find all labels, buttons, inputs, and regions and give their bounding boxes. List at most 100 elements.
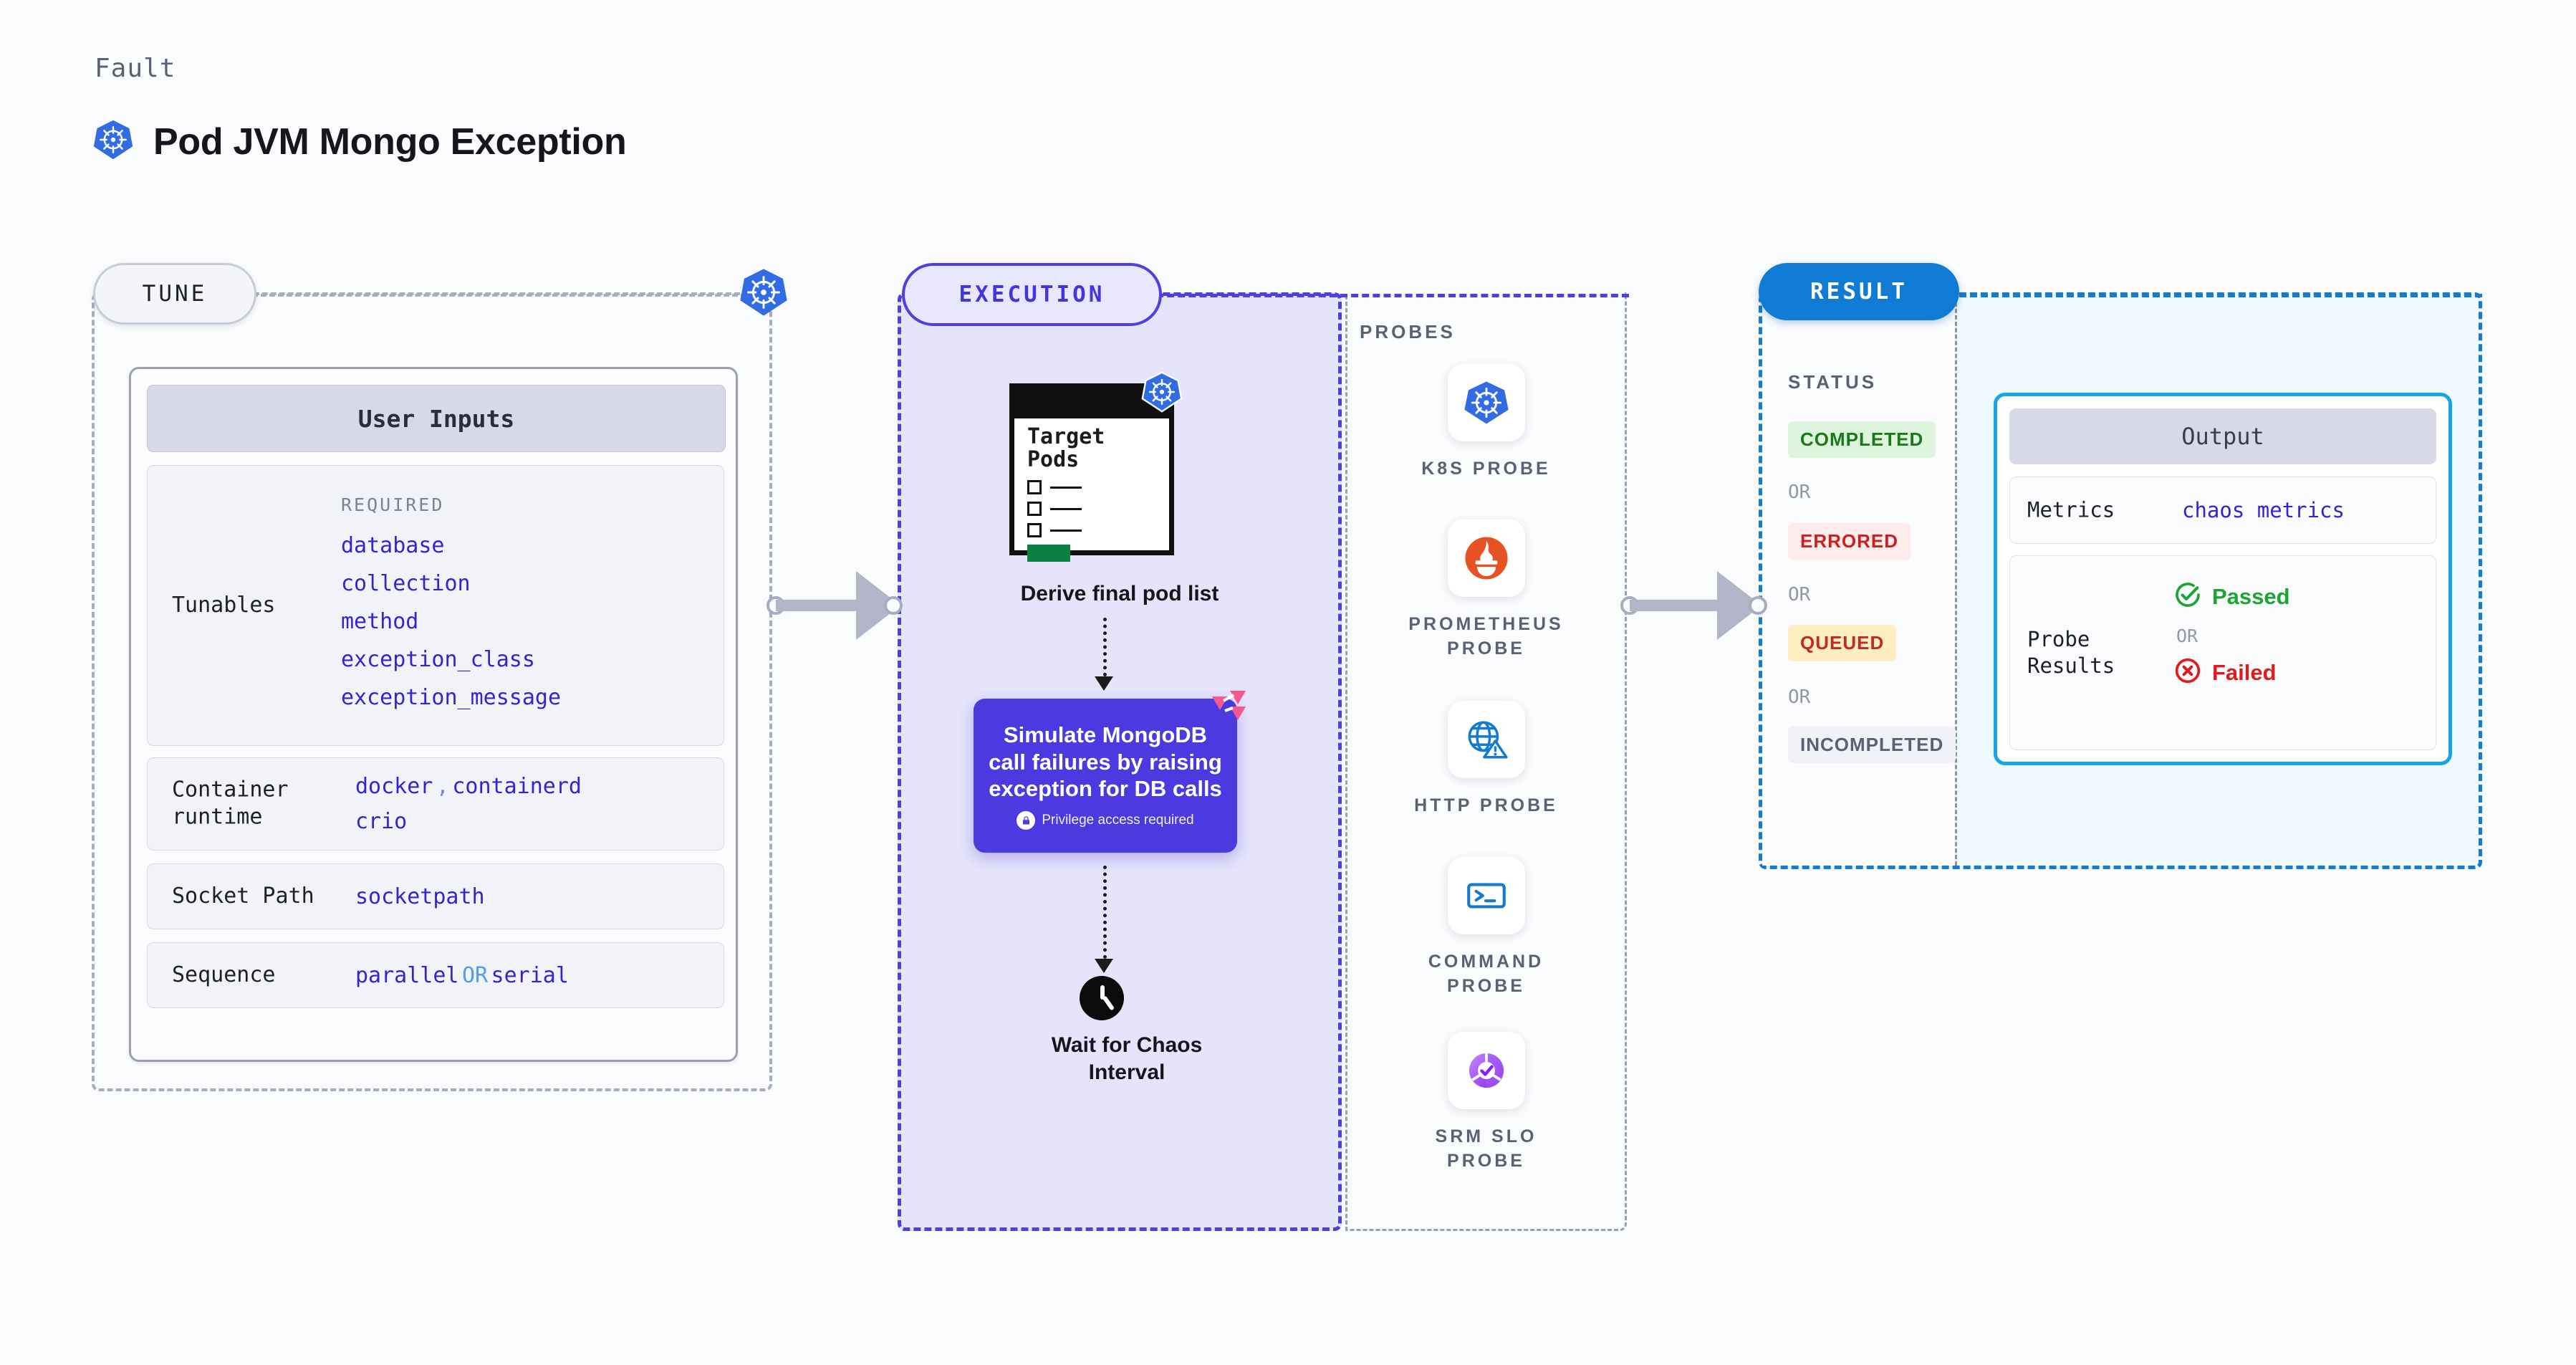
list-item xyxy=(1027,523,1082,537)
probe-label: SRM SLO PROBE xyxy=(1435,1126,1537,1171)
probe-result-passed: Passed xyxy=(2173,580,2290,613)
arrow-tune-to-execution xyxy=(766,566,903,645)
kubernetes-icon xyxy=(1140,370,1183,413)
tunable-exception-message[interactable]: exception_message xyxy=(341,685,562,710)
socket-path-value[interactable]: socketpath xyxy=(355,883,485,909)
wait-for-chaos-caption: Wait for Chaos Interval xyxy=(1051,1033,1203,1085)
target-pods-title: Target Pods xyxy=(1027,424,1105,472)
probe-results-label: Probe Results xyxy=(2027,626,2115,678)
sequence-parallel[interactable]: parallel xyxy=(355,962,459,988)
status-label: STATUS xyxy=(1788,371,1878,393)
tunable-exception-class[interactable]: exception_class xyxy=(341,647,535,672)
result-status-column xyxy=(1762,296,1957,866)
runtime-docker[interactable]: docker xyxy=(355,774,433,799)
list-line xyxy=(1050,507,1082,510)
probe-label: COMMAND PROBE xyxy=(1428,952,1544,996)
sequence-serial[interactable]: serial xyxy=(491,962,569,988)
runtime-containerd[interactable]: containerd xyxy=(452,774,582,799)
tunables-label: Tunables xyxy=(172,592,276,618)
flow-arrow-2 xyxy=(1095,959,1113,973)
clock-icon xyxy=(1080,976,1124,1020)
action-card[interactable]: Simulate MongoDB call failures by raisin… xyxy=(974,699,1237,853)
result-pill[interactable]: RESULT xyxy=(1759,263,1959,320)
sequence-row: Sequence parallel OR serial xyxy=(147,942,724,1008)
probe-label: HTTP PROBE xyxy=(1414,795,1558,815)
clock-hour-hand xyxy=(1100,985,1105,1000)
probes-label: PROBES xyxy=(1360,321,1456,343)
x-circle-icon xyxy=(2173,656,2202,689)
failed-label: Failed xyxy=(2212,659,2277,685)
list-item xyxy=(1027,502,1082,516)
sequence-separator: OR xyxy=(461,962,489,988)
tune-pill[interactable]: TUNE xyxy=(93,263,256,325)
progress-bar xyxy=(1027,545,1070,562)
privilege-note-text: Privilege access required xyxy=(1042,813,1194,828)
flow-connector-1 xyxy=(1103,618,1107,676)
container-runtime-label: Container runtime xyxy=(172,777,289,830)
user-inputs-card: User Inputs Tunables REQUIRED database c… xyxy=(129,367,738,1062)
metrics-value[interactable]: chaos metrics xyxy=(2182,498,2345,522)
probe-result-or: OR xyxy=(2176,626,2198,646)
status-badge-errored: ERRORED xyxy=(1788,523,1911,560)
status-badge-completed: COMPLETED xyxy=(1788,421,1936,458)
runtime-separator: , xyxy=(436,774,449,799)
probe-http[interactable]: HTTP PROBE xyxy=(1345,701,1627,818)
probe-command[interactable]: COMMAND PROBE xyxy=(1345,857,1627,999)
target-pods-card: Target Pods xyxy=(1009,371,1183,562)
srm-slo-icon xyxy=(1447,1032,1525,1109)
metrics-row: Metrics chaos metrics xyxy=(2009,476,2436,544)
page-title: Pod JVM Mongo Exception xyxy=(153,120,627,163)
tunable-database[interactable]: database xyxy=(341,533,445,558)
lock-icon xyxy=(1017,811,1036,830)
arrow-end-node xyxy=(884,596,903,615)
required-label: REQUIRED xyxy=(341,494,445,515)
kubernetes-icon xyxy=(738,267,789,318)
probe-label: PROMETHEUS PROBE xyxy=(1408,614,1564,658)
arrow-end-node xyxy=(1749,596,1767,615)
flow-connector-2 xyxy=(1103,866,1107,959)
tunable-method[interactable]: method xyxy=(341,609,419,634)
litmus-logo-icon xyxy=(1209,686,1248,725)
probe-prometheus[interactable]: PROMETHEUS PROBE xyxy=(1345,519,1627,661)
globe-warning-icon xyxy=(1447,701,1525,778)
kubernetes-icon xyxy=(1447,364,1525,441)
list-line xyxy=(1050,529,1082,532)
arrow-execution-to-result xyxy=(1620,566,1767,645)
execution-panel-top-connector xyxy=(1156,294,1629,297)
kubernetes-icon xyxy=(92,118,135,165)
probes-panel-divider xyxy=(1345,295,1347,1231)
checkbox-icon xyxy=(1027,502,1042,516)
derive-pod-list-caption: Derive final pod list xyxy=(1020,582,1219,605)
metrics-label: Metrics xyxy=(2027,497,2115,522)
prometheus-icon xyxy=(1447,519,1525,597)
arrow-shaft xyxy=(1630,600,1719,611)
status-badge-incompleted: INCOMPLETED xyxy=(1788,727,1956,763)
target-pods-document: Target Pods xyxy=(1009,383,1174,562)
probe-results-row: Probe Results Passed OR xyxy=(2009,555,2436,750)
status-or-3: OR xyxy=(1788,686,1811,708)
socket-path-label: Socket Path xyxy=(172,883,314,909)
clock-minute-hand xyxy=(1102,995,1115,1011)
check-circle-icon xyxy=(2173,580,2202,613)
terminal-icon xyxy=(1447,857,1525,934)
sequence-label: Sequence xyxy=(172,962,276,987)
checkbox-icon xyxy=(1027,523,1042,537)
passed-label: Passed xyxy=(2212,583,2290,609)
flow-arrow-1 xyxy=(1095,676,1113,691)
output-card: Output Metrics chaos metrics Probe Resul… xyxy=(1994,393,2452,765)
runtime-crio[interactable]: crio xyxy=(355,809,408,834)
output-title: Output xyxy=(2009,408,2436,464)
probe-result-failed: Failed xyxy=(2173,656,2290,689)
tunable-collection[interactable]: collection xyxy=(341,571,471,596)
result-panel-top-connector xyxy=(1959,294,2482,297)
status-or-1: OR xyxy=(1788,482,1811,503)
container-runtime-row: Container runtime docker , containerd cr… xyxy=(147,757,724,851)
probe-srm-slo[interactable]: SRM SLO PROBE xyxy=(1345,1032,1627,1174)
privilege-note: Privilege access required xyxy=(1017,811,1194,830)
status-badge-queued: QUEUED xyxy=(1788,625,1897,661)
execution-pill[interactable]: EXECUTION xyxy=(902,263,1162,326)
socket-path-row: Socket Path socketpath xyxy=(147,863,724,929)
tunables-row: Tunables REQUIRED database collection me… xyxy=(147,465,724,746)
probe-k8s[interactable]: K8S PROBE xyxy=(1345,364,1627,482)
arrow-shaft xyxy=(776,600,858,611)
